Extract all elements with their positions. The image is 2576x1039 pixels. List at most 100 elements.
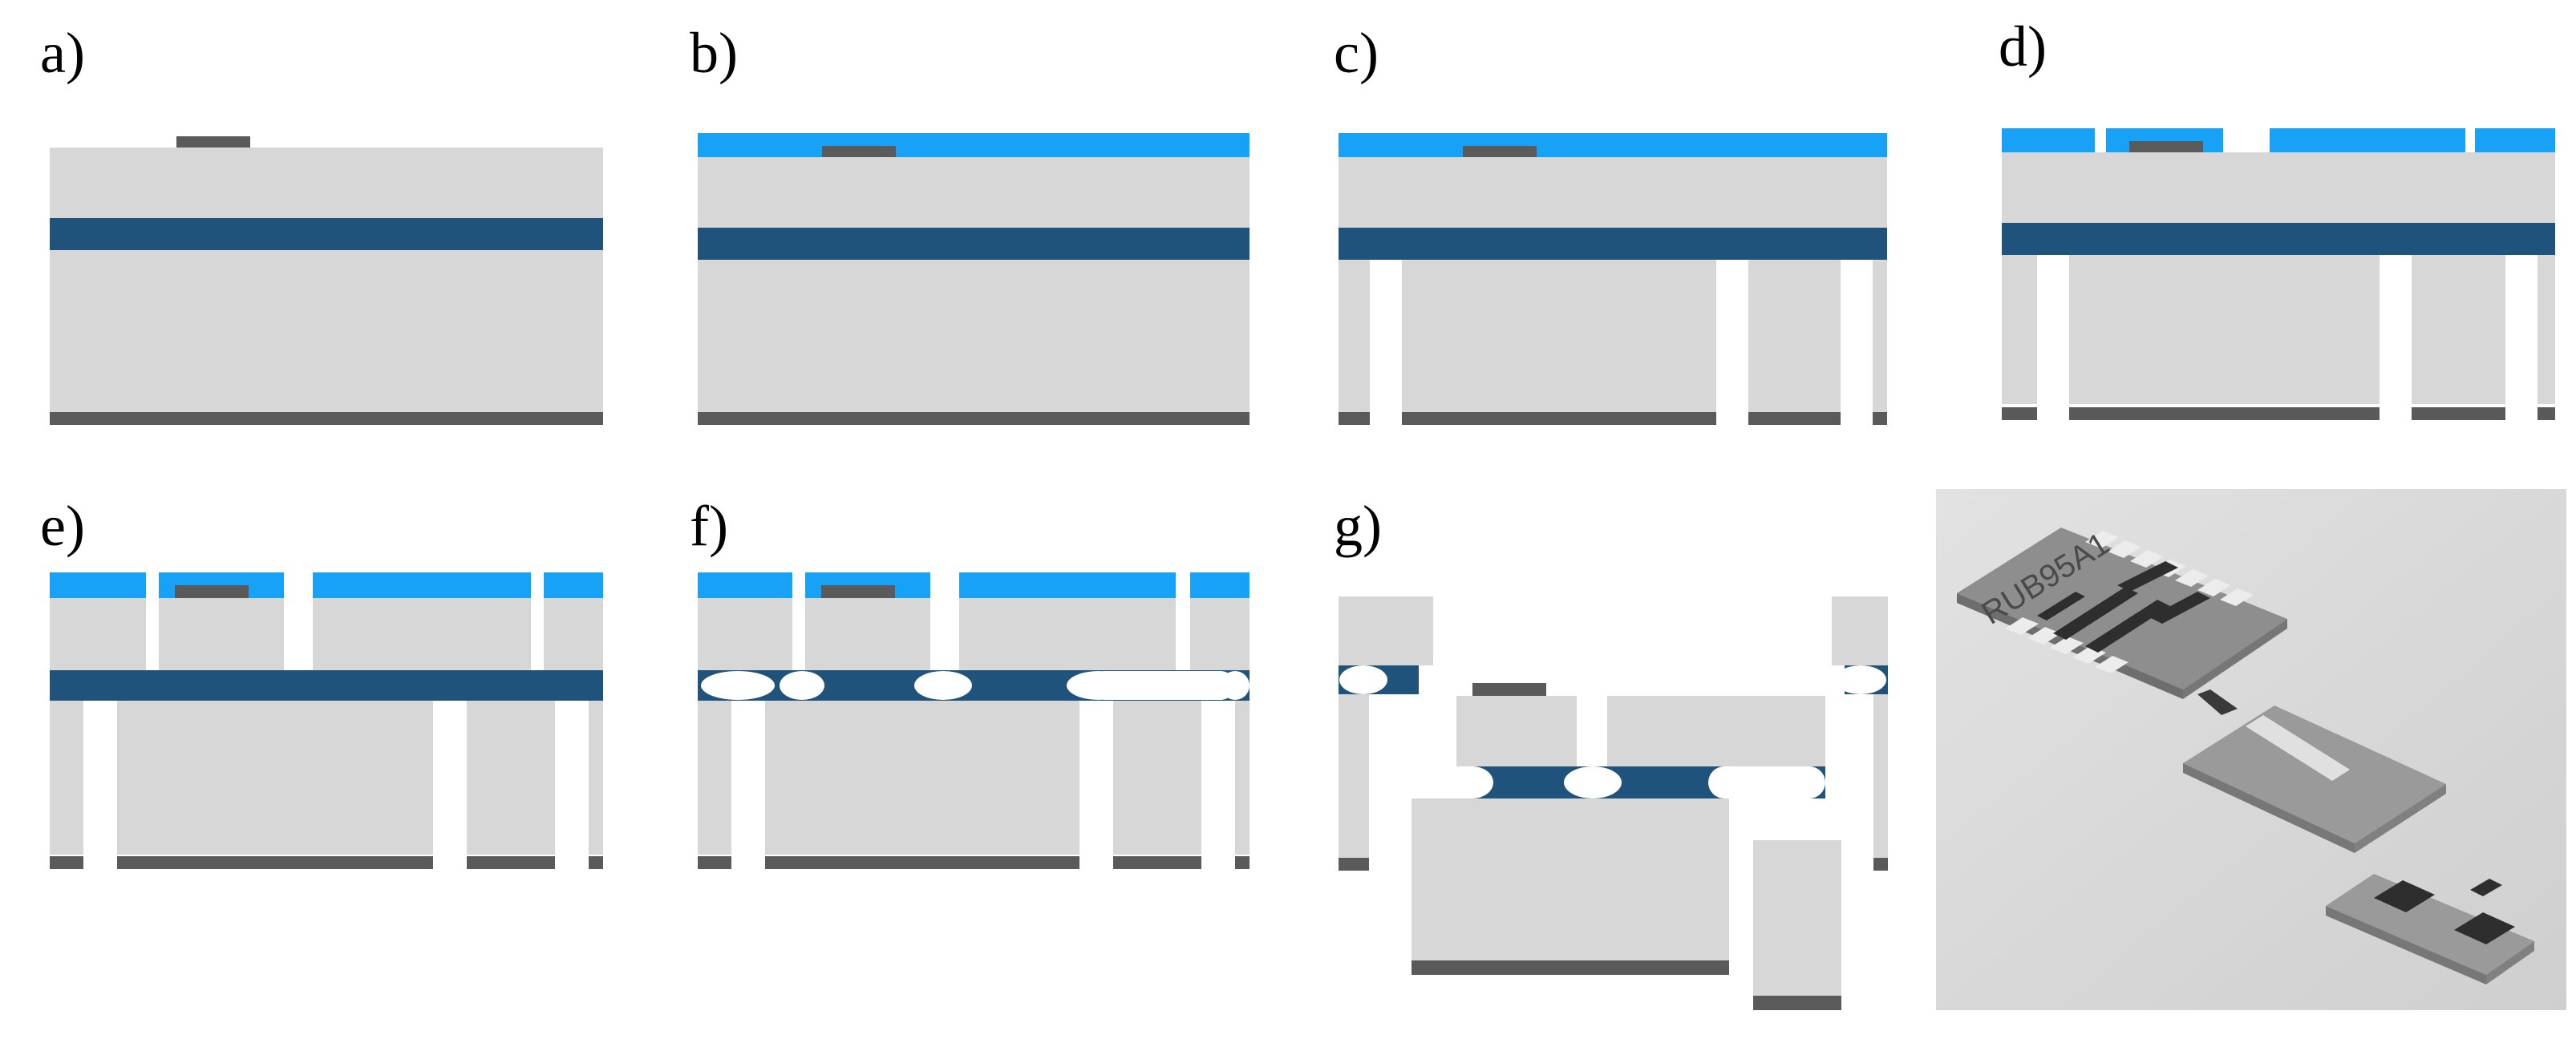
released-device-block: [1607, 696, 1825, 766]
oxide-layer: [1339, 228, 1887, 260]
bottom-metal-segment: [698, 856, 731, 869]
top-metal-pad: [1463, 146, 1537, 157]
backside-trench: [433, 701, 467, 871]
electrode: [2454, 912, 2515, 944]
panel-label-f: f): [690, 494, 728, 558]
resist-layer: [698, 133, 1250, 157]
backside-trench: [731, 701, 765, 871]
top-metal-pad: [175, 585, 249, 598]
frame-block: [1339, 596, 1433, 665]
resist-segment: [1190, 572, 1250, 598]
resist-segment: [959, 572, 1176, 598]
frame-pillar: [1339, 694, 1369, 859]
bottom-metal-segment: [50, 856, 83, 869]
panel-d-stack: [2002, 128, 2555, 420]
top-metal-pad: [1472, 683, 1546, 696]
undercut-void: [1091, 671, 1235, 700]
bottom-metal-segment: [1753, 996, 1841, 1010]
panel-label-c: c): [1334, 21, 1379, 85]
backside-trench: [1716, 260, 1748, 425]
backside-trench: [1370, 260, 1402, 425]
probe-tip: [2197, 689, 2238, 715]
top-metal-pad: [176, 136, 250, 148]
bottom-metal-segment: [117, 856, 433, 869]
panel-c-stack: [1339, 133, 1887, 425]
panel-a-stack: [50, 136, 603, 425]
resist-segment: [2270, 128, 2465, 152]
undercut-void: [1221, 671, 1250, 700]
backside-trench: [1841, 260, 1873, 425]
bottom-metal-segment: [1235, 856, 1250, 869]
substrate: [698, 598, 1250, 855]
top-metal-pad: [821, 585, 895, 598]
bottom-metal-segment: [1339, 412, 1370, 425]
bottom-metal-segment: [1402, 412, 1716, 425]
undercut-void: [1564, 766, 1622, 798]
backside-trench: [1079, 701, 1113, 871]
substrate: [50, 598, 603, 855]
bottom-metal-segment: [2069, 407, 2380, 420]
panel-e-stack: [50, 572, 603, 871]
oxide-layer: [698, 228, 1250, 260]
electrode-arm: [2470, 879, 2502, 896]
resist-segment: [313, 572, 531, 598]
top-metal-pad: [822, 146, 896, 157]
bottom-metal-segment: [1412, 960, 1729, 975]
backside-trench: [83, 701, 117, 871]
resist-segment: [2002, 128, 2095, 152]
bottom-metal-segment: [589, 856, 603, 869]
panel-f-stack: [698, 572, 1250, 871]
oxide-layer: [2002, 223, 2555, 255]
undercut-void: [780, 671, 824, 700]
undercut-void: [1708, 766, 1825, 798]
released-handle-block: [1412, 798, 1729, 960]
front-trench: [792, 572, 805, 670]
bottom-metal-segment: [1339, 858, 1369, 871]
bottom-metal-layer: [698, 412, 1250, 425]
bottom-metal-segment: [467, 856, 555, 869]
bottom-metal-segment: [1113, 856, 1201, 869]
front-trench: [930, 572, 959, 670]
frame-pillar: [1873, 694, 1888, 859]
panel-label-g: g): [1334, 494, 1382, 558]
substrate: [698, 157, 1250, 412]
panel-label-e: e): [40, 494, 85, 558]
top-metal-pad: [2129, 141, 2203, 152]
oxide-layer: [50, 670, 603, 701]
front-trench: [146, 572, 159, 670]
resist-segment: [50, 572, 146, 598]
front-trench: [1176, 572, 1190, 670]
panel-label-b: b): [690, 21, 738, 85]
front-trench: [284, 572, 313, 670]
released-handle-block: [1753, 840, 1841, 996]
frame-slot: [2246, 715, 2350, 781]
resist-layer: [1339, 133, 1887, 157]
bottom-metal-segment: [765, 856, 1079, 869]
panel-label-d: d): [1999, 14, 2047, 79]
resist-segment: [544, 572, 603, 598]
undercut-void: [1339, 665, 1387, 694]
bottom-metal-segment: [1748, 412, 1841, 425]
oxide-layer: [50, 218, 603, 250]
frame-piece: [2183, 705, 2446, 853]
panel-g-stack: [1339, 596, 1888, 1010]
metal-traces: [2037, 561, 2210, 653]
backside-trench: [2505, 255, 2538, 420]
electrode-piece: [2326, 874, 2534, 984]
resist-segment: [698, 572, 792, 598]
substrate: [1339, 157, 1887, 412]
backside-trench: [2380, 255, 2412, 420]
released-device-block: [1456, 696, 1577, 766]
backside-trench: [1201, 701, 1235, 871]
substrate: [2002, 152, 2555, 404]
substrate: [50, 148, 603, 412]
resist-segment: [2475, 128, 2555, 152]
front-trench: [531, 572, 544, 670]
undercut-void: [701, 671, 775, 700]
backside-trench: [2037, 255, 2069, 420]
undercut-void: [1452, 766, 1493, 798]
chip-photo: RUB95A1: [1936, 489, 2566, 1010]
panel-b-stack: [698, 133, 1250, 425]
undercut-void: [1835, 665, 1886, 694]
